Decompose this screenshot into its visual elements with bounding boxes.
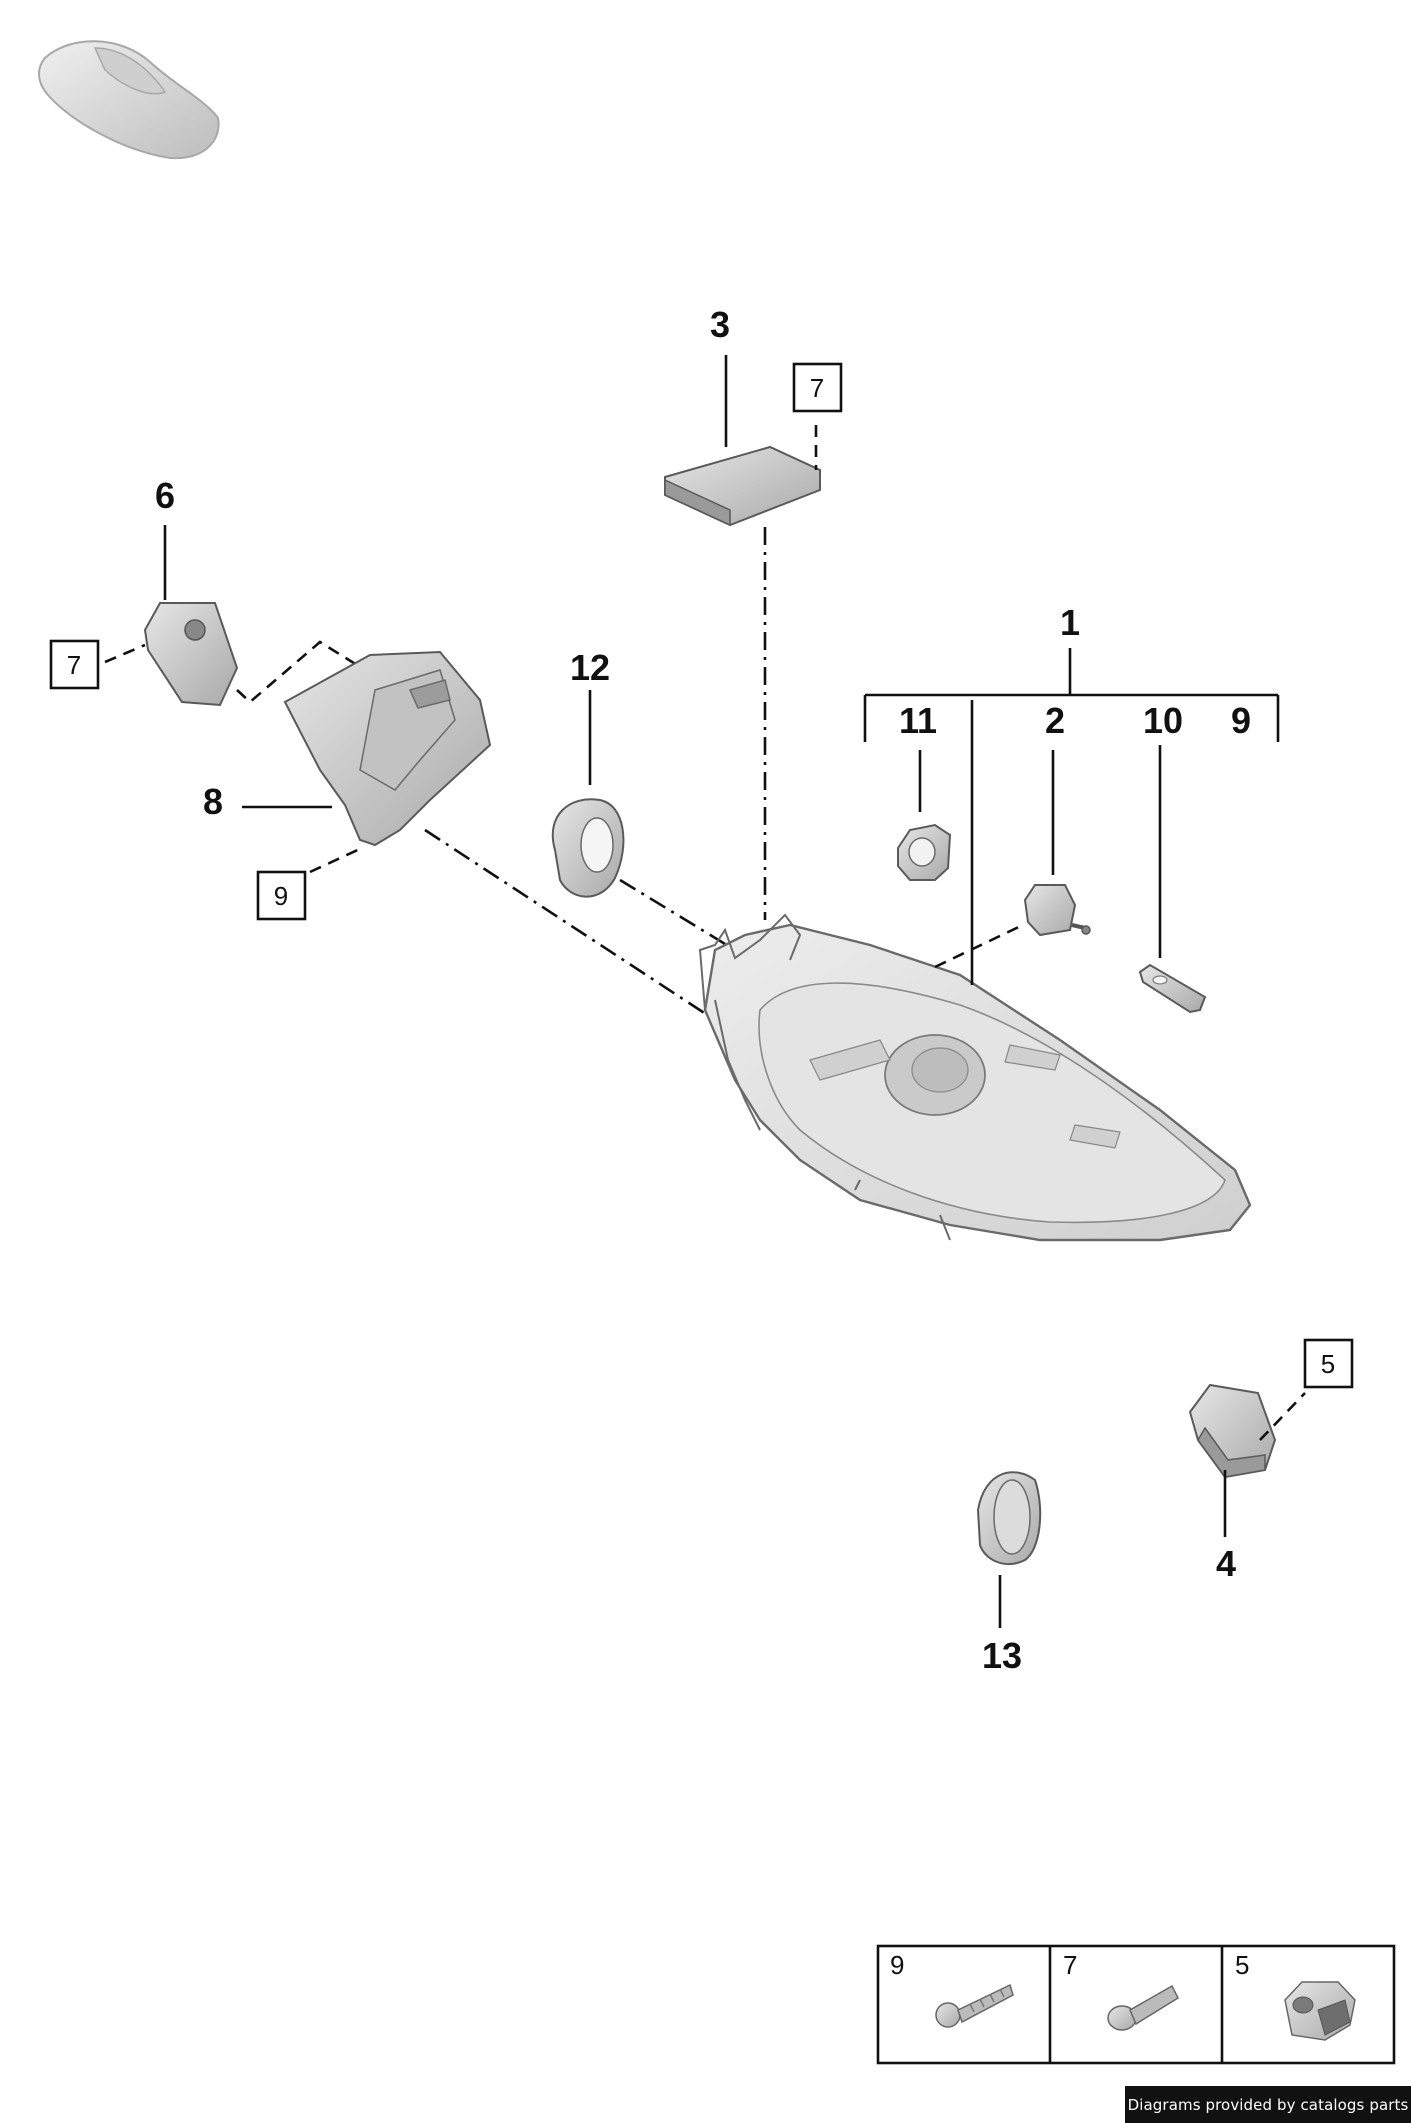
svg-text:7: 7 bbox=[1063, 1950, 1077, 1980]
legend-cell-nut: 5 bbox=[1235, 1950, 1356, 2041]
footer-credit: Diagrams provided by catalogs parts bbox=[1125, 2086, 1411, 2123]
svg-text:9: 9 bbox=[274, 881, 288, 911]
leader-4-ref bbox=[1259, 1392, 1306, 1441]
part-10-small-bulb bbox=[1138, 963, 1207, 1014]
callout-10: 10 bbox=[1143, 700, 1183, 741]
part-8-housing-cover bbox=[283, 650, 492, 847]
boxed-ref-7-left: 7 bbox=[49, 639, 100, 690]
part-1-headlamp bbox=[698, 913, 1252, 1242]
part-2-bulb bbox=[1023, 884, 1091, 937]
bolt-icon bbox=[1107, 1984, 1179, 2031]
callout-6: 6 bbox=[155, 475, 175, 516]
assembly-line-8 bbox=[424, 828, 716, 1022]
callout-12: 12 bbox=[570, 647, 610, 688]
boxed-ref-9-left: 9 bbox=[256, 870, 307, 921]
callout-13: 13 bbox=[982, 1635, 1022, 1676]
part-3-control-unit bbox=[664, 445, 821, 527]
part-12-ring bbox=[551, 798, 625, 898]
part-13-grommet bbox=[976, 1471, 1042, 1565]
boxed-ref-7-top: 7 bbox=[792, 362, 843, 413]
callout-8: 8 bbox=[203, 781, 223, 822]
nut-icon bbox=[1284, 1981, 1356, 2041]
boxed-ref-5-right: 5 bbox=[1303, 1338, 1354, 1389]
part-11-holder bbox=[897, 823, 952, 881]
svg-text:5: 5 bbox=[1321, 1349, 1335, 1379]
callout-11: 11 bbox=[899, 700, 937, 741]
svg-text:7: 7 bbox=[67, 650, 81, 680]
callout-1: 1 bbox=[1060, 602, 1080, 643]
leader-6-ref bbox=[104, 643, 146, 664]
assembly-line-6 bbox=[236, 640, 366, 704]
leader-8-ref bbox=[309, 846, 363, 874]
callout-4: 4 bbox=[1216, 1543, 1236, 1584]
callout-3: 3 bbox=[710, 304, 730, 345]
bracket-1 bbox=[863, 648, 1280, 985]
part-4-relay bbox=[1188, 1383, 1277, 1479]
assembly-line-12 bbox=[619, 878, 736, 952]
assembly-line-2 bbox=[934, 922, 1026, 969]
svg-text:7: 7 bbox=[810, 373, 824, 403]
screw-icon bbox=[935, 1983, 1014, 2028]
car-thumbnail-icon bbox=[38, 40, 220, 160]
callout-2: 2 bbox=[1045, 700, 1065, 741]
fastener-legend: 9 7 5 bbox=[876, 1944, 1396, 2065]
callout-9: 9 bbox=[1231, 700, 1251, 741]
legend-cell-screw: 9 bbox=[890, 1950, 1014, 2028]
part-6-module bbox=[143, 602, 239, 707]
legend-cell-bolt: 7 bbox=[1063, 1950, 1179, 2031]
svg-text:9: 9 bbox=[890, 1950, 904, 1980]
svg-text:5: 5 bbox=[1235, 1950, 1249, 1980]
